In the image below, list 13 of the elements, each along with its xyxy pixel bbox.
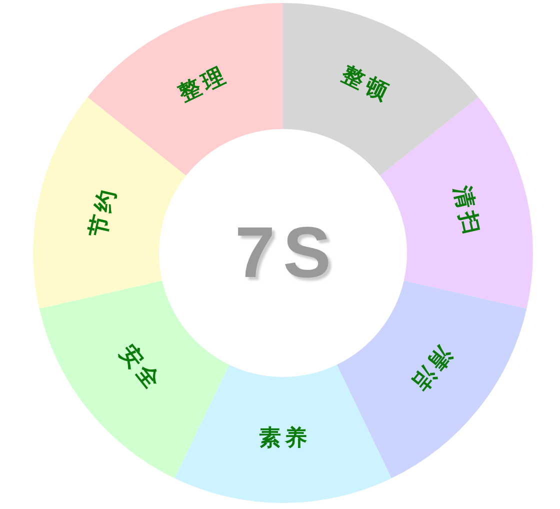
segment-label: 安全 (114, 342, 164, 396)
segment-label: 整顿 (338, 64, 394, 107)
ring-segment (88, 3, 283, 176)
segment-label: 清扫 (450, 184, 483, 240)
ring-segment (174, 364, 392, 502)
segment-label: 素养 (259, 428, 311, 450)
segment-label: 整理 (176, 64, 232, 107)
segment-label: 节约 (87, 184, 120, 240)
ring-segment (336, 280, 527, 478)
ring-segment (39, 280, 230, 478)
center-title: 7S (235, 217, 340, 289)
ring-segment (283, 3, 478, 176)
segment-label: 清洁 (406, 342, 456, 396)
